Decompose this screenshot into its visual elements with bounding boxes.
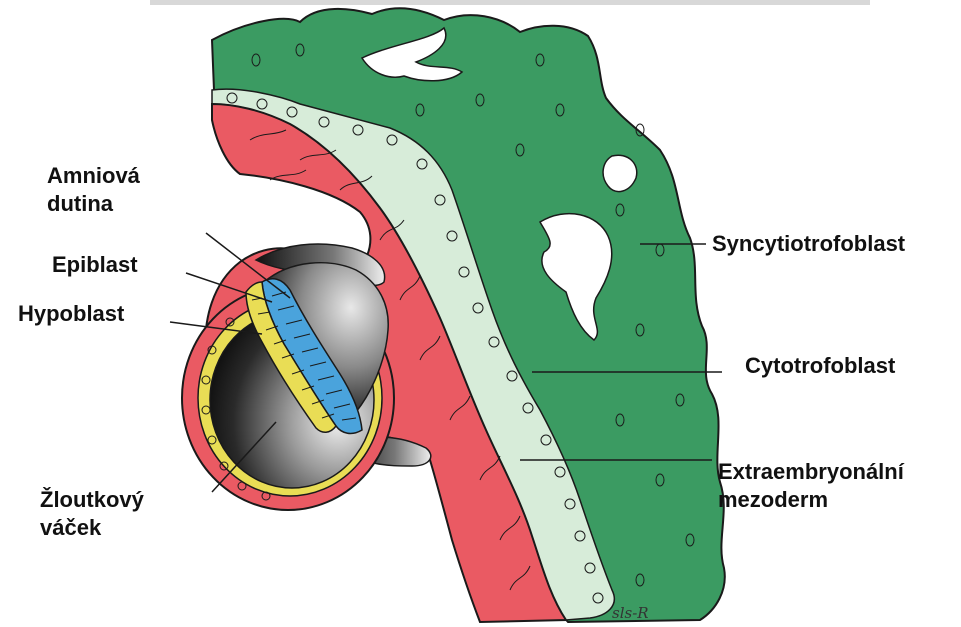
label-hypoblast: Hypoblast [18,300,124,328]
top-scan-strip [150,0,870,5]
artist-signature: sls-R [612,604,649,622]
lacuna [603,155,637,191]
label-syncytiotrofoblast: Syncytiotrofoblast [712,230,905,258]
label-zloutkovy-vacek: Žloutkový váček [40,486,144,542]
label-cytotrofoblast: Cytotrofoblast [745,352,895,380]
label-extraembryonalni-mezoderm: Extraembryonální mezoderm [718,458,904,514]
label-zloutkovy-vacek-line2: váček [40,514,144,542]
label-zloutkovy-vacek-line1: Žloutkový [40,486,144,514]
label-amniova-dutina-line2: dutina [47,190,140,218]
label-amniova-dutina: Amniová dutina [47,162,140,218]
label-extraembryonalni-mezoderm-line1: Extraembryonální [718,458,904,486]
label-extraembryonalni-mezoderm-line2: mezoderm [718,486,904,514]
label-amniova-dutina-line1: Amniová [47,162,140,190]
label-epiblast: Epiblast [52,251,138,279]
